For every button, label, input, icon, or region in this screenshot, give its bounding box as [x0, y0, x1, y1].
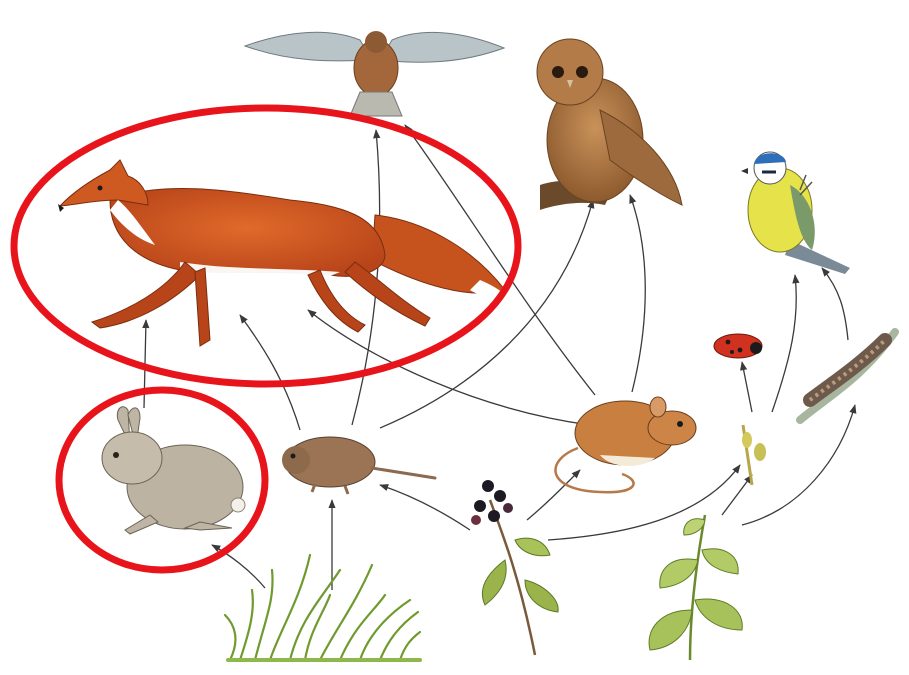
ladybird-icon — [714, 334, 762, 358]
arrow-vole-to-fox — [240, 315, 300, 430]
caterpillar-icon — [800, 332, 895, 420]
arrow-aphid-to-ladybird — [742, 362, 752, 412]
kestrel-icon — [245, 31, 504, 116]
blackberry-plant-icon — [471, 480, 558, 655]
rabbit-icon — [102, 407, 245, 534]
arrow-blackberry-to-mouse — [527, 470, 580, 520]
owl-icon — [537, 39, 682, 210]
arrow-caterpillar-to-bluetit — [822, 268, 848, 340]
grass-icon — [225, 555, 420, 660]
vole-icon — [282, 437, 435, 494]
arrow-mouse-to-owl — [630, 195, 645, 392]
arrow-aphid-to-bluetit — [772, 275, 796, 412]
fox-icon — [58, 160, 505, 346]
arrow-blackberry-to-aphid — [548, 465, 740, 540]
nettle-icon — [649, 515, 742, 660]
aphid-icon — [742, 425, 766, 485]
mouse-icon — [555, 397, 696, 492]
blue-tit-icon — [741, 152, 850, 274]
arrow-blackberry-to-vole — [380, 485, 470, 530]
